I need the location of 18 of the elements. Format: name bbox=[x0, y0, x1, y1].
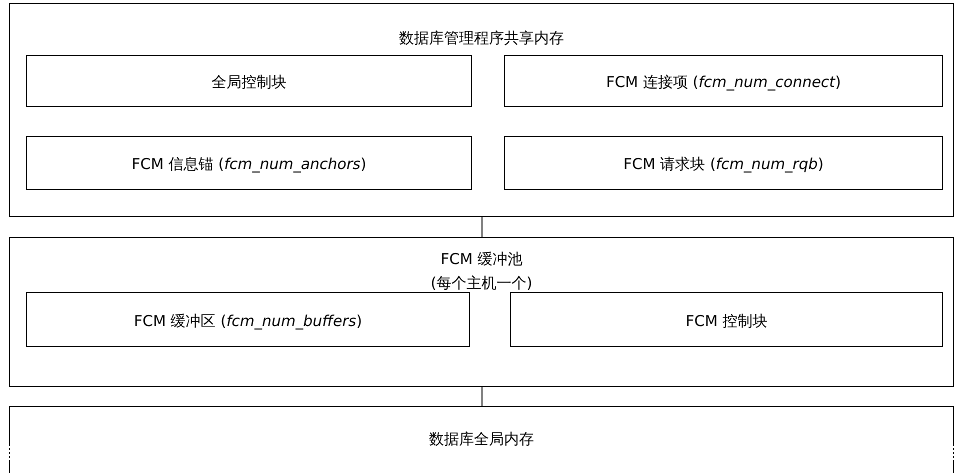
component-box bbox=[26, 136, 472, 190]
box-title: 数据库管理程序共享内存 bbox=[399, 28, 564, 48]
component-box bbox=[510, 292, 943, 347]
box-title: FCM 请求块 (fcm_num_rqb) bbox=[623, 154, 824, 174]
component-box bbox=[26, 292, 470, 347]
box-title: FCM 控制块 bbox=[686, 310, 768, 330]
box-title: 数据库全局内存 bbox=[429, 429, 534, 449]
box-title: 全局控制块 bbox=[212, 72, 286, 92]
component-box bbox=[504, 55, 943, 107]
box-title: FCM 缓冲区 (fcm_num_buffers) bbox=[134, 310, 362, 330]
box-title: FCM 连接项 (fcm_num_connect) bbox=[606, 72, 841, 92]
box-title: FCM 信息锚 (fcm_num_anchors) bbox=[132, 154, 366, 174]
container-box bbox=[9, 237, 954, 387]
component-box bbox=[26, 55, 472, 107]
box-subtitle: (每个主机一个) bbox=[430, 273, 532, 293]
box-title: FCM 缓冲池 bbox=[440, 249, 522, 269]
container-box bbox=[9, 3, 954, 217]
component-box bbox=[504, 136, 943, 190]
